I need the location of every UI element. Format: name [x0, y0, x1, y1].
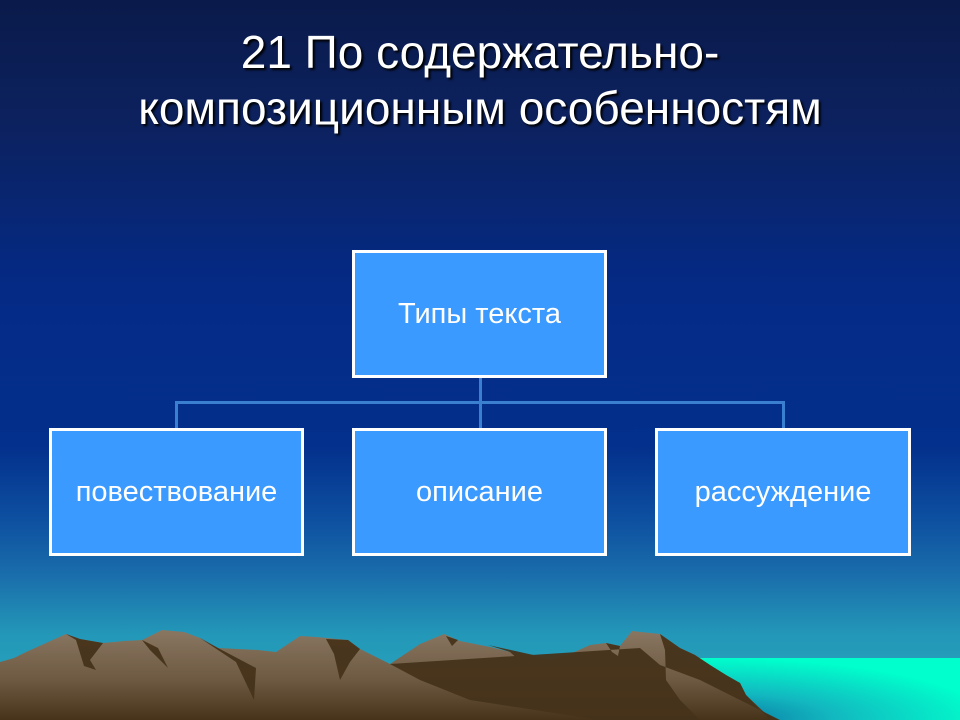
node-label: повествование [75, 475, 278, 508]
diagram-node-reasoning: рассуждение [655, 428, 911, 556]
title-line-2: композиционным особенностям [138, 82, 822, 134]
diagram-node-root: Типы текста [352, 250, 607, 378]
node-label: описание [415, 475, 543, 508]
node-label: рассуждение [694, 475, 872, 508]
connector-right-vertical [782, 401, 785, 429]
diagram-node-narration: повествование [49, 428, 304, 556]
title-line-1: 21 По содержательно- [240, 26, 720, 78]
node-label: Типы текста [398, 297, 561, 330]
connector-horizontal [175, 401, 785, 404]
slide-title: 21 По содержательно- композиционным особ… [0, 24, 960, 136]
connector-left-vertical [175, 401, 178, 429]
diagram-node-description: описание [352, 428, 607, 556]
